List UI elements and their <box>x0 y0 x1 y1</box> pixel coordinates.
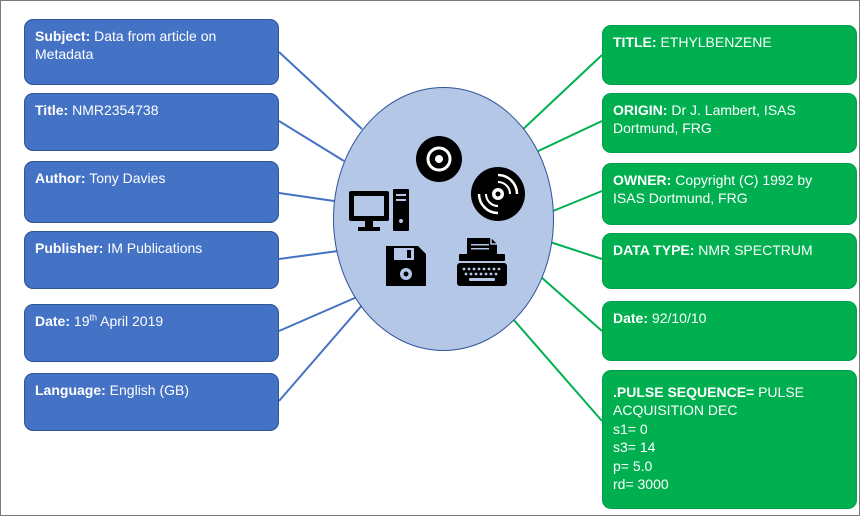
date-box-left: Date: 19th April 2019 <box>24 304 279 362</box>
title-box-right: TITLE: ETHYLBENZENE <box>602 25 857 85</box>
date-value-left: 19th April 2019 <box>74 313 163 329</box>
publisher-value: IM Publications <box>107 240 203 256</box>
connector-publisher <box>278 250 339 260</box>
vinyl-record-icon <box>471 167 525 221</box>
pulse-s1: s1= 0 <box>613 420 648 437</box>
connector-title-right <box>518 54 603 134</box>
data-type-value: NMR SPECTRUM <box>698 242 813 258</box>
connector-pulse <box>512 318 603 422</box>
typewriter-icon <box>457 238 507 286</box>
date-label-left: Date: <box>35 313 71 329</box>
subject-value: Data from article on Metadata <box>35 28 217 63</box>
pulse-s3: s3= 14 <box>613 439 656 456</box>
owner-value: Copyright (C) 1992 by ISAS Dortmund, FRG <box>613 172 813 207</box>
date-value-right: 92/10/10 <box>651 310 707 326</box>
subject-label: Subject: <box>35 28 91 44</box>
owner-box: OWNER: Copyright (C) 1992 by ISAS Dortmu… <box>602 163 857 225</box>
connector-owner <box>552 190 603 212</box>
date-ordinal: th <box>89 312 97 323</box>
author-value: Tony Davies <box>89 170 166 186</box>
pulse-sequence-label: .PULSE SEQUENCE= <box>613 384 755 400</box>
title-label: Title: <box>35 102 69 118</box>
connector-subject <box>278 51 363 130</box>
date-box-right: Date: 92/10/10 <box>602 301 857 361</box>
title-value-right: ETHYLBENZENE <box>660 34 772 50</box>
connector-origin <box>533 120 603 154</box>
owner-label: OWNER: <box>613 172 672 188</box>
origin-label: ORIGIN: <box>613 102 668 118</box>
connector-title <box>278 120 345 162</box>
connector-date-right <box>540 276 603 332</box>
title-label-right: TITLE: <box>613 34 657 50</box>
author-box: Author: Tony Davies <box>24 161 279 223</box>
subject-box: Subject: Data from article on Metadata <box>24 19 279 85</box>
date-day: 19 <box>73 313 90 329</box>
pulse-sequence-box: .PULSE SEQUENCE= PULSE ACQUISITION DEC s… <box>602 370 857 509</box>
pulse-p: p= 5.0 <box>613 457 653 474</box>
origin-value: Dr J. Lambert, ISAS Dortmund, FRG <box>613 102 796 137</box>
title-value: NMR2354738 <box>72 102 159 118</box>
connector-date-left <box>278 296 358 332</box>
language-label: Language: <box>35 382 106 398</box>
connector-language <box>278 303 364 402</box>
pulse-sequence-value: PULSE ACQUISITION DEC <box>613 384 805 419</box>
data-type-box: DATA TYPE: NMR SPECTRUM <box>602 233 857 289</box>
data-type-label: DATA TYPE: <box>613 242 695 258</box>
language-value: English (GB) <box>109 382 190 398</box>
cd-disc-icon <box>416 136 462 182</box>
publisher-box: Publisher: IM Publications <box>24 231 279 289</box>
connector-author <box>278 192 335 202</box>
language-box: Language: English (GB) <box>24 373 279 431</box>
date-label-right: Date: <box>613 310 649 326</box>
floppy-disk-icon <box>386 246 426 286</box>
title-box: Title: NMR2354738 <box>24 93 279 151</box>
pulse-rd: rd= 3000 <box>613 476 669 493</box>
origin-box: ORIGIN: Dr J. Lambert, ISAS Dortmund, FR… <box>602 93 857 153</box>
connector-data-type <box>546 240 603 260</box>
date-month-year: April 2019 <box>97 313 164 329</box>
desktop-computer-icon <box>349 189 409 231</box>
author-label: Author: <box>35 170 86 186</box>
publisher-label: Publisher: <box>35 240 104 256</box>
